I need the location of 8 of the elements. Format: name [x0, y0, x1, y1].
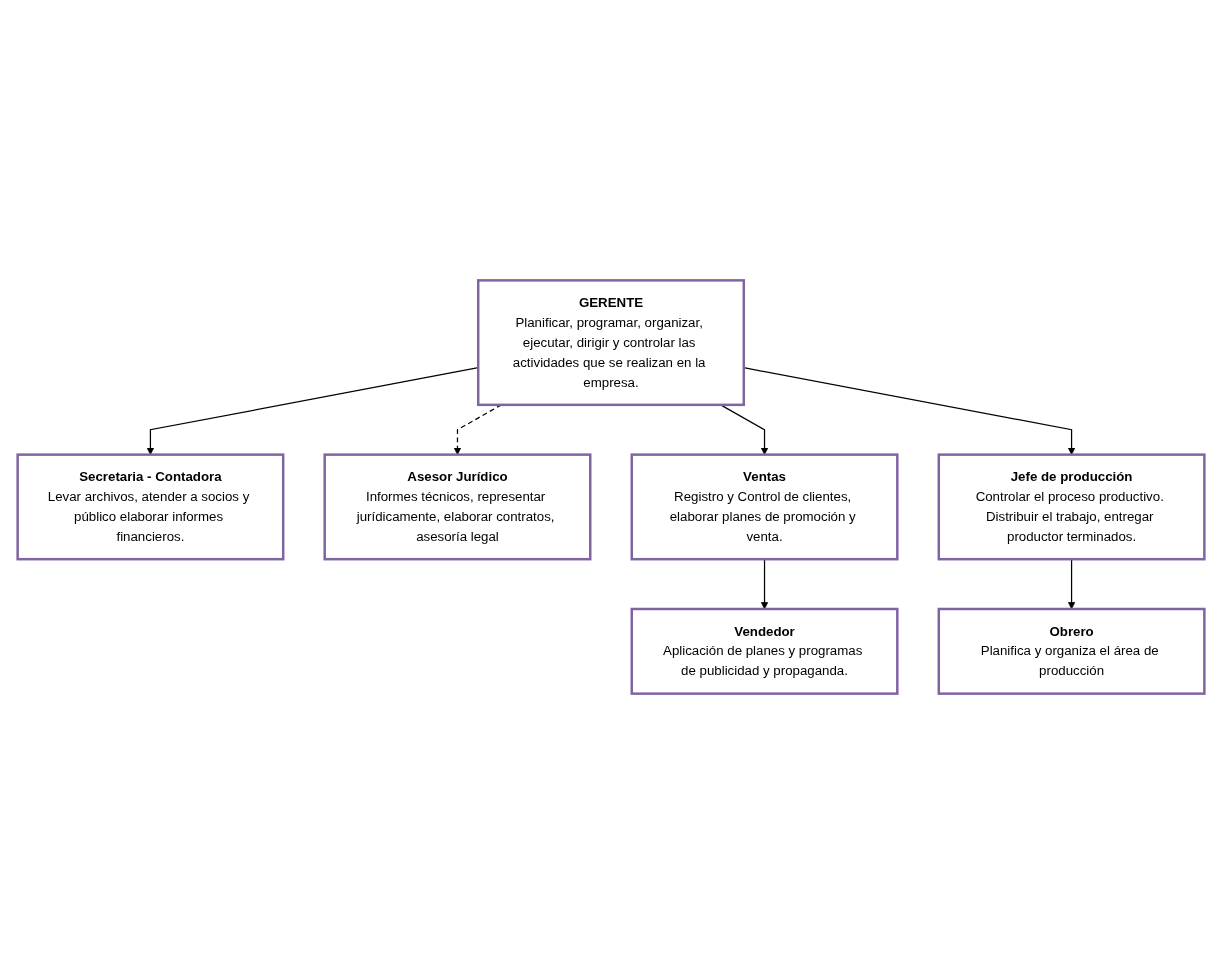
node-box: Obrero Planifica y organiza el área de producción — [937, 607, 1206, 695]
node-box: Jefe de producción Controlar el proceso productivo. Distribuir el trabajo, entregar productor terminados. — [937, 453, 1206, 561]
node-box: Vendedor Aplicación de planes y programas de publicidad y propaganda. — [630, 607, 899, 695]
node-box: Secretaria - Contadora Levar archivos, atender a socios y público elaborar informes financieros. — [15, 453, 284, 561]
node-box: Asesor Jurídico Informes técnicos, representar jurídicamente, elaborar contratos, asesoría legal — [322, 453, 591, 561]
node-box: GERENTE Planificar, programar, organizar, ejecutar, dirigir y controlar las actividades que se realizan en la empresa. — [476, 279, 745, 407]
node-box: Ventas Registro y Control de clientes, elaborar planes de promoción y venta. — [630, 453, 899, 561]
arrow — [453, 404, 502, 455]
